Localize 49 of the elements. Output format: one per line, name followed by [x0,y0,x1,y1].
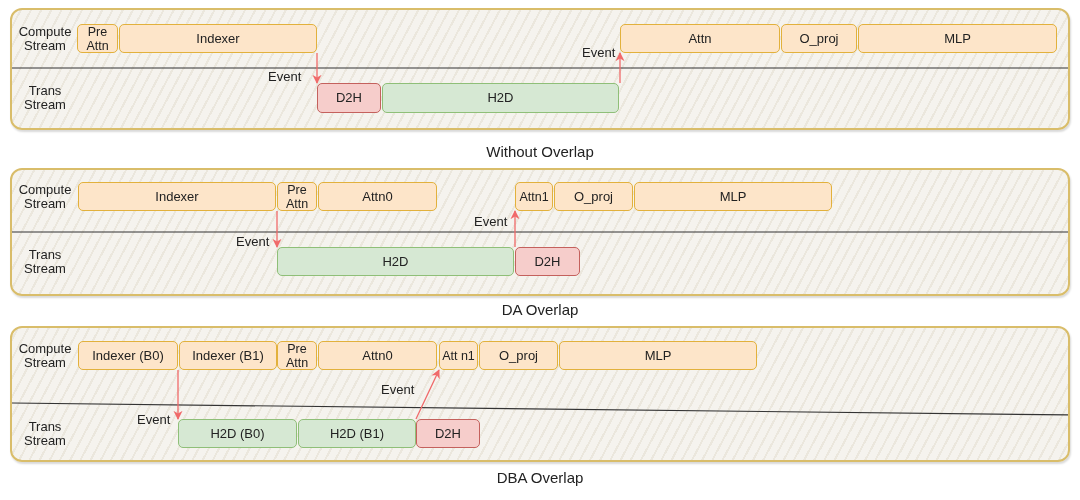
edge-label: Event [268,69,302,84]
h2d-block: H2D (B0) [178,419,297,448]
compute-block: Indexer (B1) [179,341,277,370]
h2d-block: H2D (B1) [298,419,416,448]
stream-label: Trans Stream [23,419,67,448]
stream-label: Trans Stream [23,247,67,276]
panel-caption: DBA Overlap [496,469,584,486]
event-arrow [173,369,183,420]
compute-block: Indexer (B0) [78,341,178,370]
compute-block: Attn0 [318,341,437,370]
compute-block: O_proj [554,182,633,211]
stream-label: Compute Stream [17,341,73,370]
compute-block: O_proj [781,24,857,53]
stream-label: Compute Stream [17,25,73,53]
edge-label: Event [236,234,270,249]
panel-caption: DA Overlap [501,301,579,318]
compute-block: Att n1 [439,341,478,370]
compute-block: Attn [620,24,780,53]
stream-label: Trans Stream [23,84,67,112]
compute-block: Pre Attn [277,182,317,211]
event-arrow [415,369,440,420]
d2h-block: D2H [515,247,580,276]
edge-label: Event [582,45,616,60]
stream-panel [10,8,1070,130]
stream-label: Compute Stream [17,182,73,211]
edge-label: Event [474,214,508,229]
compute-block: MLP [858,24,1057,53]
compute-block: Indexer [119,24,317,53]
event-arrow [272,210,282,248]
event-arrow [510,210,520,248]
compute-block: MLP [559,341,757,370]
event-arrow [312,52,322,84]
compute-block: Attn1 [515,182,553,211]
edge-label: Event [137,412,171,427]
h2d-block: H2D [382,83,619,113]
d2h-block: D2H [416,419,480,448]
edge-label: Event [381,382,415,397]
compute-block: MLP [634,182,832,211]
compute-block: Indexer [78,182,276,211]
stream-panel [10,168,1070,296]
panel-caption: Without Overlap [486,143,594,160]
event-arrow [615,52,625,84]
stream-panel [10,326,1070,462]
h2d-block: H2D [277,247,514,276]
compute-block: O_proj [479,341,558,370]
d2h-block: D2H [317,83,381,113]
compute-block: Pre Attn [277,341,317,370]
compute-block: Pre Attn [77,24,118,53]
compute-block: Attn0 [318,182,437,211]
